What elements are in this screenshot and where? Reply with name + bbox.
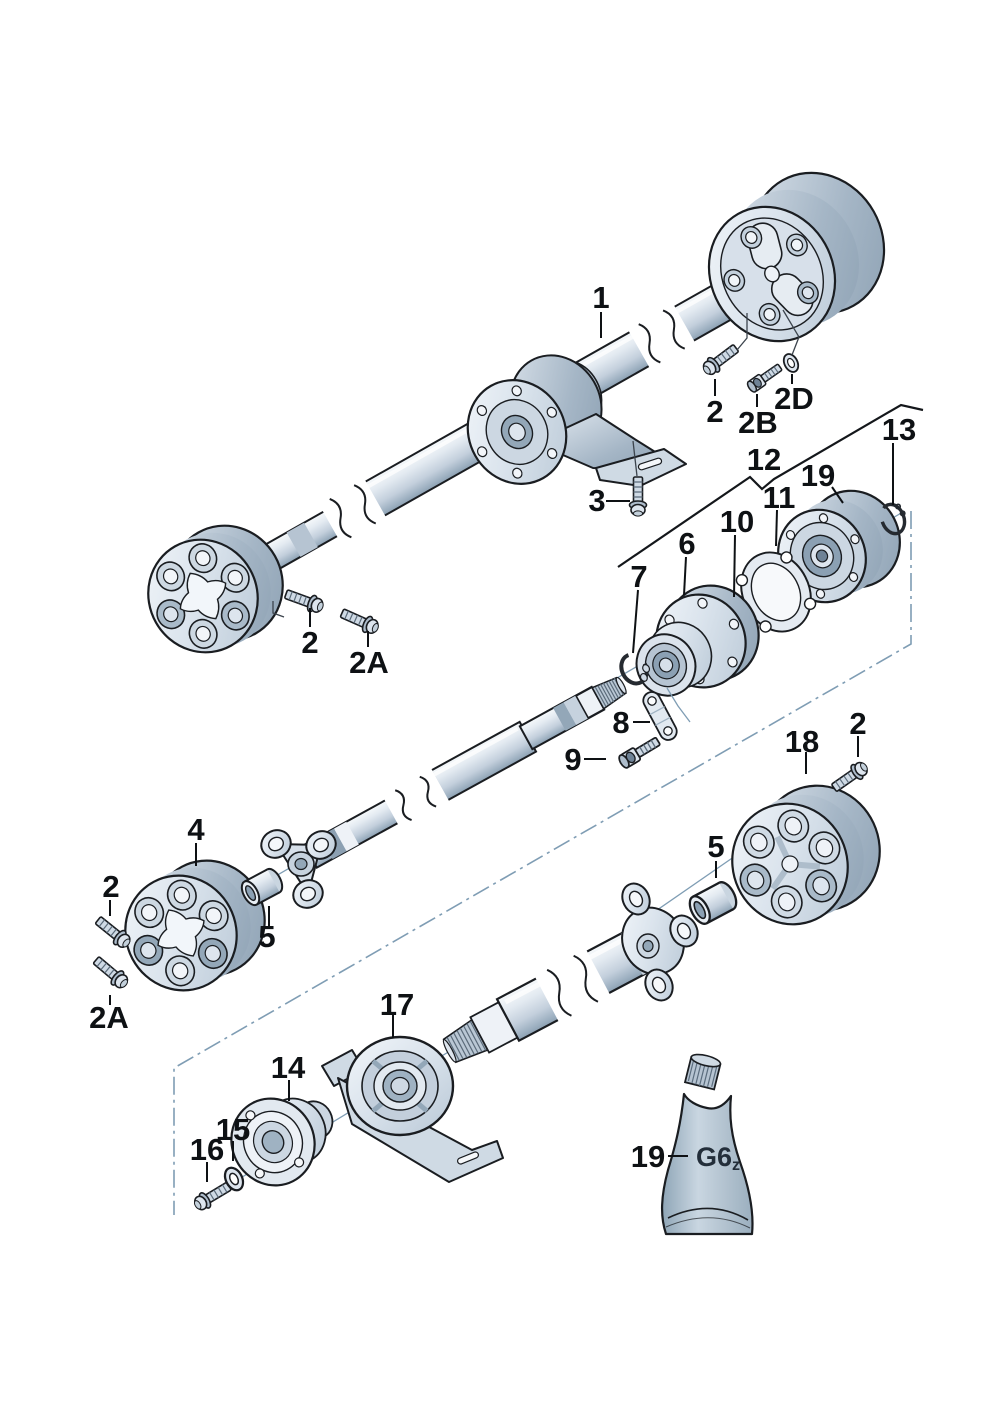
callout-19-tube: 19 bbox=[631, 1139, 665, 1174]
callout-3: 3 bbox=[588, 483, 605, 518]
bolt-2-disc18 bbox=[828, 757, 872, 796]
three-arm-flange bbox=[260, 829, 337, 909]
callout-8: 8 bbox=[612, 705, 629, 740]
callout-9: 9 bbox=[564, 742, 581, 777]
callout-1: 1 bbox=[592, 280, 609, 315]
callout-2d: 2D bbox=[774, 381, 814, 416]
center-bearing-17 bbox=[321, 1035, 504, 1183]
gasket-11 bbox=[735, 551, 817, 633]
callout-15: 15 bbox=[216, 1112, 250, 1147]
callout-12: 12 bbox=[747, 442, 781, 477]
flange-hub-6 bbox=[635, 584, 760, 697]
bolt-2a-front-disc bbox=[337, 604, 382, 638]
callout-4: 4 bbox=[187, 812, 205, 847]
callout-2-front: 2 bbox=[301, 625, 318, 660]
callout-2-mid: 2 bbox=[102, 869, 119, 904]
clamp-clip-7 bbox=[619, 652, 651, 686]
bolt-2-front-disc bbox=[282, 585, 327, 617]
rear-flange bbox=[621, 882, 699, 1002]
callout-2b: 2B bbox=[738, 405, 778, 440]
leader-lines bbox=[109, 312, 894, 1182]
callout-11: 11 bbox=[763, 480, 796, 515]
bolt-2-flange bbox=[698, 340, 742, 380]
center-support-shaft1 bbox=[466, 354, 687, 487]
circlip-13 bbox=[879, 502, 907, 536]
sleeve-5-right bbox=[688, 881, 738, 925]
callout-6: 6 bbox=[678, 526, 695, 561]
callout-16: 16 bbox=[190, 1132, 224, 1167]
lock-plate-8 bbox=[642, 691, 678, 741]
washer-2d bbox=[779, 350, 803, 376]
callout-10: 10 bbox=[720, 504, 754, 539]
flange-coupling bbox=[707, 205, 837, 343]
callouts: 1 2 2B 2D 3 2 2A 12 19 13 11 10 6 7 8 9 … bbox=[89, 280, 916, 1174]
grease-tube-19: G6z bbox=[660, 1053, 754, 1236]
callout-2a-mid: 2A bbox=[89, 1000, 129, 1035]
callout-5-left: 5 bbox=[258, 919, 275, 954]
locating-lines bbox=[272, 309, 800, 723]
flex-disc-18 bbox=[731, 784, 881, 926]
callout-18: 18 bbox=[785, 724, 819, 759]
callout-7: 7 bbox=[630, 559, 647, 594]
bolt-2a-disc4 bbox=[89, 952, 133, 993]
rear-propshaft bbox=[442, 882, 699, 1064]
flex-disc-4 bbox=[124, 859, 266, 992]
cover-14 bbox=[230, 1097, 334, 1187]
mid-propshaft bbox=[260, 676, 628, 909]
callout-13: 13 bbox=[882, 412, 916, 447]
bolt-9-socket bbox=[616, 733, 663, 771]
callout-2-flange: 2 bbox=[706, 394, 723, 429]
propshaft-1 bbox=[147, 171, 886, 654]
callout-17: 17 bbox=[380, 987, 414, 1022]
flex-disc-front bbox=[147, 524, 284, 654]
grease-spec-text: G6z bbox=[696, 1142, 740, 1174]
sleeve-5-left bbox=[240, 867, 284, 907]
callout-2a-front: 2A bbox=[349, 645, 389, 680]
bearing-12 bbox=[777, 489, 901, 604]
assembly-boundary bbox=[173, 403, 924, 1215]
callout-2-rear: 2 bbox=[849, 706, 866, 741]
callout-5-right: 5 bbox=[707, 829, 724, 864]
callout-19-bearing: 19 bbox=[801, 458, 835, 493]
callout-14: 14 bbox=[271, 1050, 306, 1085]
